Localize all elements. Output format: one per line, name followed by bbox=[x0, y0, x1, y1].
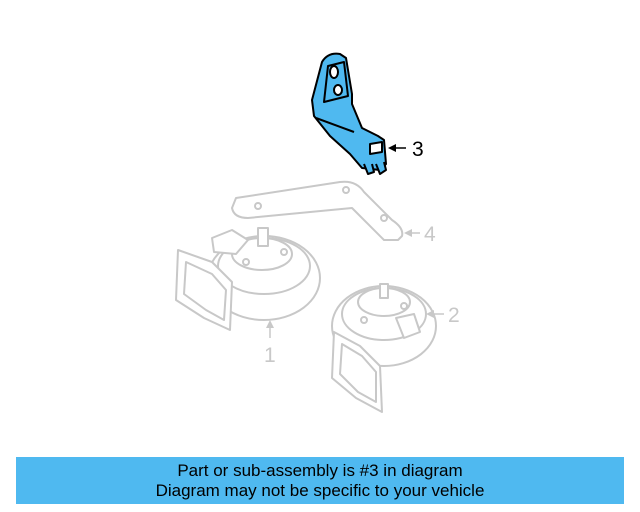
callout-2-label: 2 bbox=[448, 304, 460, 327]
callout-1: 1 bbox=[264, 320, 276, 367]
banner-line-part-number: Part or sub-assembly is #3 in diagram bbox=[177, 460, 463, 480]
callout-4-label: 4 bbox=[424, 223, 436, 246]
info-banner: Part or sub-assembly is #3 in diagram Di… bbox=[16, 457, 624, 504]
callout-3: 3 bbox=[388, 138, 424, 161]
part-1-horn-large bbox=[175, 227, 321, 331]
callout-3-label: 3 bbox=[412, 138, 424, 161]
parts-diagram: 3 4 2 1 bbox=[175, 52, 460, 413]
callout-2: 2 bbox=[426, 304, 460, 327]
callout-4: 4 bbox=[404, 223, 436, 246]
part-2-horn-small bbox=[331, 283, 437, 413]
part-3-horn-bracket[interactable] bbox=[311, 52, 387, 175]
banner-line-disclaimer: Diagram may not be specific to your vehi… bbox=[155, 480, 485, 500]
callout-1-label: 1 bbox=[264, 344, 276, 367]
part-4-mounting-bracket bbox=[231, 180, 404, 241]
